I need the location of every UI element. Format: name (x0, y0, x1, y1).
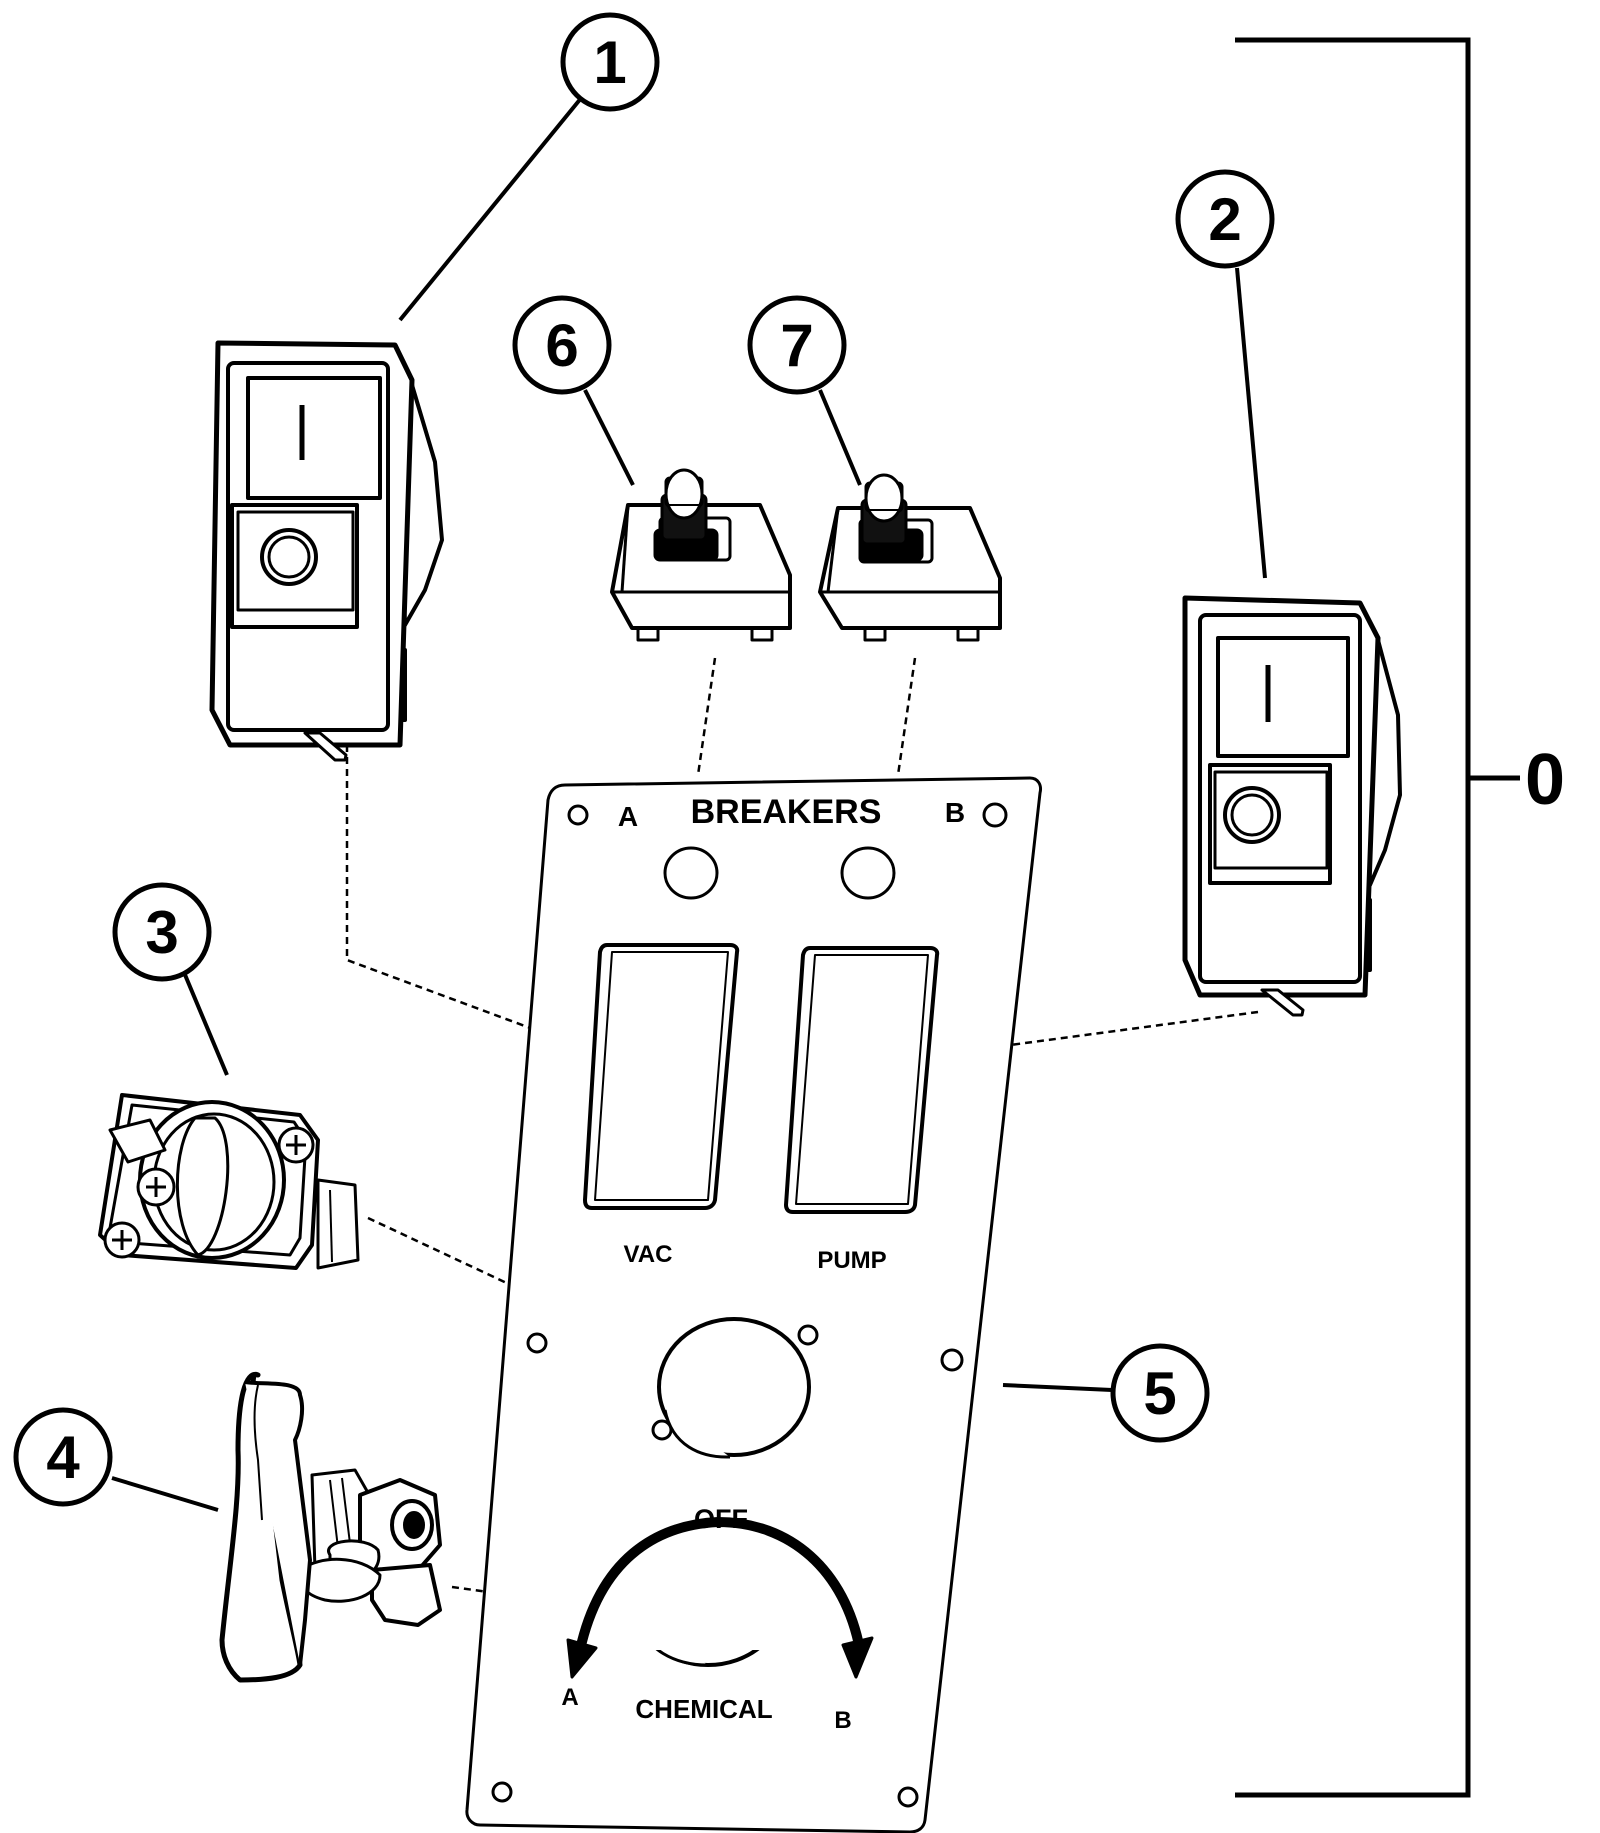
callout-4-label: 4 (46, 1424, 80, 1491)
assembly-number: 0 (1525, 740, 1565, 820)
pump-label: PUMP (817, 1247, 886, 1274)
callout-1: 1 (560, 12, 660, 112)
callout-2: 2 (1175, 169, 1275, 269)
rotary-switch-3 (98, 1093, 360, 1270)
callout-6: 6 (512, 295, 612, 395)
callout-5: 5 (1110, 1343, 1210, 1443)
valve-a-label: A (561, 1684, 578, 1711)
valve-b-label: B (834, 1707, 851, 1734)
rocker-switch-2 (1182, 595, 1402, 1017)
rocker-switch-1 (209, 340, 444, 762)
callout-6-label: 6 (545, 312, 578, 379)
callout-5-label: 5 (1143, 1360, 1176, 1427)
callout-3-label: 3 (145, 899, 178, 966)
callout-4: 4 (13, 1407, 113, 1507)
callout-7: 7 (747, 295, 847, 395)
leader-lines (111, 95, 1267, 1512)
breaker-6 (610, 468, 792, 642)
breaker-a-label: A (618, 801, 638, 832)
chemical-valve-4 (219, 1372, 442, 1683)
breaker-b-label: B (945, 797, 965, 828)
panel-title: BREAKERS (691, 793, 882, 831)
control-panel-5: BREAKERS A B VAC PUMP OFF CHEMICAL A B (465, 776, 1042, 1833)
callout-1-label: 1 (593, 29, 626, 96)
callout-7-label: 7 (780, 312, 813, 379)
callout-3: 3 (112, 882, 212, 982)
assembly-bracket: 0 (1235, 37, 1565, 1798)
valve-chemical-label: CHEMICAL (635, 1694, 772, 1724)
callout-2-label: 2 (1208, 186, 1241, 253)
vac-label: VAC (624, 1241, 673, 1268)
breaker-7 (818, 473, 1002, 642)
valve-off-label: OFF (694, 1504, 748, 1534)
